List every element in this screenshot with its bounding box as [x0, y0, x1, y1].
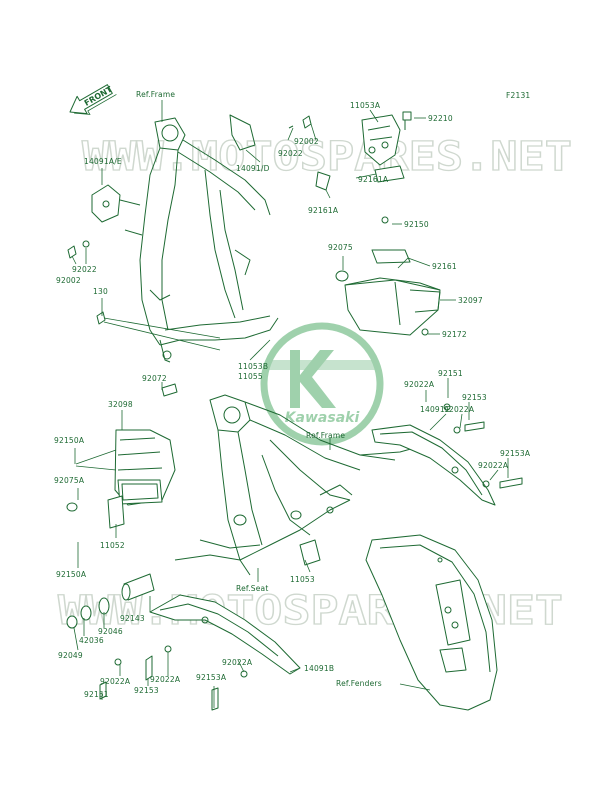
label-92075a: 92075A [54, 476, 85, 485]
label-ref-frame-mid: Ref.Frame [306, 431, 345, 440]
svg-text:Kawasaki: Kawasaki [285, 410, 360, 426]
label-92072: 92072 [142, 374, 167, 383]
label-92022a-lower-mid: 92022A [150, 675, 181, 684]
label-92150a-lower: 92150A [56, 570, 87, 579]
label-92153a-right: 92153A [500, 449, 531, 458]
front-arrow-icon: FRONT [69, 84, 117, 115]
rear-rail-14091c [371, 424, 496, 506]
label-92022a-mid: 92022A [444, 405, 475, 414]
leader-lines [71, 100, 509, 708]
label-92022a-lower-left: 92022A [100, 677, 131, 686]
label-92161: 92161 [432, 262, 457, 271]
side-cover-32098 [66, 429, 176, 529]
label-32098: 32098 [108, 400, 133, 409]
label-92022-top: 92022 [278, 149, 303, 158]
label-92022-left: 92022 [72, 265, 97, 274]
bolt-92002-upper [288, 115, 312, 129]
bolt-92210 [402, 111, 412, 130]
label-92210: 92210 [428, 114, 453, 123]
label-92075: 92075 [328, 243, 353, 252]
label-92046: 92046 [98, 627, 123, 636]
bolts-lower [99, 645, 248, 711]
main-frame-upper [119, 114, 279, 363]
label-32097: 32097 [458, 296, 483, 305]
part-labels: Ref.Frame 11053A 92210 14091A/E 14091/D … [54, 90, 531, 699]
bracket-11053a [361, 114, 401, 166]
label-130: 130 [93, 287, 108, 296]
label-11055: 11055 [238, 372, 263, 381]
label-ref-frame-top: Ref.Frame [136, 90, 175, 99]
label-92143: 92143 [120, 614, 145, 623]
label-92022a-right: 92022A [478, 461, 509, 470]
battery-case-32097 [335, 216, 441, 336]
lower-rail-14091b [149, 594, 301, 675]
label-11053a: 11053A [350, 101, 381, 110]
label-42036: 42036 [79, 636, 104, 645]
label-92161a-left: 92161A [308, 206, 339, 215]
label-92153-upper: 92153 [462, 393, 487, 402]
label-14091a-e: 14091A/E [84, 157, 122, 166]
label-ref-fenders: Ref.Fenders [336, 679, 382, 688]
rear-fender [365, 534, 498, 711]
label-92022a-lower-right: 92022A [222, 658, 253, 667]
bolt-92072 [161, 383, 178, 397]
label-92153a-lower: 92153A [196, 673, 227, 682]
watermark-upper: WWW.MOTOSPARES.NET [82, 134, 572, 180]
bracket-14091a [91, 184, 121, 223]
label-92172: 92172 [442, 330, 467, 339]
label-92022a-upper: 92022A [404, 380, 435, 389]
label-92151-upper: 92151 [438, 369, 463, 378]
label-11053b: 11053B [238, 362, 268, 371]
bracket-92161a [315, 165, 405, 191]
label-92002-top: 92002 [294, 137, 319, 146]
label-92150a-upper: 92150A [54, 436, 85, 445]
label-92151-lower: 92151 [84, 690, 109, 699]
label-92161a-right: 92161A [358, 175, 389, 184]
label-14091b: 14091B [304, 664, 334, 673]
main-frame-lower [174, 394, 426, 576]
label-11053: 11053 [290, 575, 315, 584]
label-14091c: 14091C [420, 405, 450, 414]
label-ref-seat: Ref.Seat [236, 584, 268, 593]
diagram-code: F2131 [506, 91, 530, 100]
bolts-right [443, 403, 523, 489]
bolt-92002-left [67, 240, 90, 259]
bolt-130 [96, 311, 106, 325]
label-14091-d: 14091/D [236, 164, 270, 173]
label-92049: 92049 [58, 651, 83, 660]
label-92002-left: 92002 [56, 276, 81, 285]
label-11052: 11052 [100, 541, 125, 550]
kawasaki-logo: Kawasaki [260, 322, 384, 446]
label-92153-lower: 92153 [134, 686, 159, 695]
label-92150: 92150 [404, 220, 429, 229]
collars-lower-left [66, 573, 155, 629]
